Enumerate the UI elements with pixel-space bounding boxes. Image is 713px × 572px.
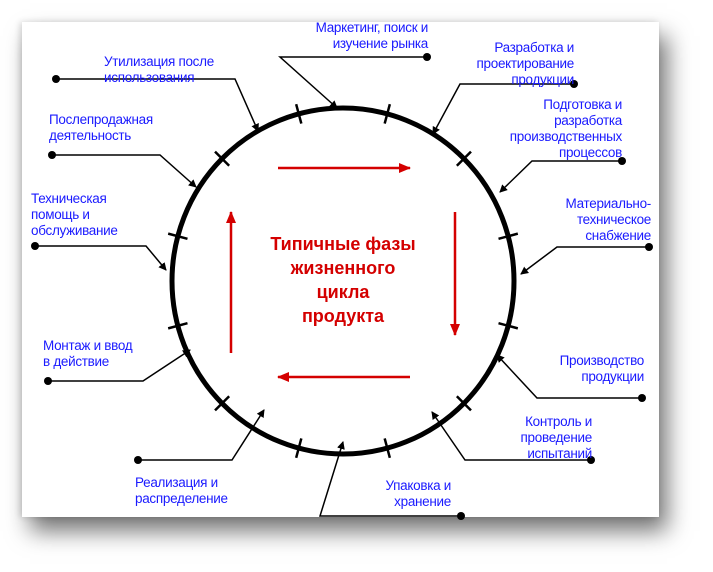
label-line: Разработка и [494, 40, 574, 55]
label-line: проведение [520, 430, 593, 445]
label-line: обслуживание [31, 223, 118, 238]
leader-arrow [499, 160, 622, 193]
tick-mark [167, 321, 188, 330]
label-line: распределение [135, 491, 228, 506]
tick-mark [214, 150, 231, 167]
label-line: Материально- [565, 196, 652, 211]
leader-dot [638, 394, 646, 402]
leader-arrow [520, 246, 649, 275]
tick-mark [455, 150, 472, 167]
label-line: процессов [558, 145, 622, 160]
leader-dot [134, 456, 142, 464]
label-line: Техническая [31, 191, 107, 206]
leader-dot [570, 80, 578, 88]
leader-lines [31, 53, 653, 520]
leader-dot [618, 157, 626, 165]
label-line: Подготовка и [543, 97, 622, 112]
label-line: в действие [43, 354, 110, 369]
label-line: использования [104, 70, 195, 85]
label-line: Утилизация после [104, 54, 214, 69]
diagram-title: Типичные фазы жизненного цикла продукта [243, 232, 443, 328]
leader-dot [44, 377, 52, 385]
label-line: разработка [554, 113, 622, 128]
label-line: снабжение [585, 228, 651, 243]
tick-mark [498, 321, 519, 330]
label-line: Реализация и [135, 475, 218, 490]
leader-arrow [496, 354, 642, 399]
tick-mark [455, 395, 472, 412]
leader-dot [587, 456, 595, 464]
tick-mark [383, 438, 392, 459]
leader-arrow [318, 441, 461, 517]
leader-arrow [431, 411, 591, 461]
leader-arrow [56, 78, 259, 132]
label-line: Производство [559, 353, 645, 368]
label-line: хранение [394, 494, 451, 509]
leader-arrow [278, 56, 427, 109]
label-line: производственных [509, 129, 623, 144]
leader-arrow [52, 154, 197, 188]
label-line: Упаковка и [385, 478, 451, 493]
label-line: техническое [576, 212, 651, 227]
leader-dot [31, 242, 39, 250]
tick-mark [167, 232, 188, 241]
label-line: Маркетинг, поиск и [315, 20, 429, 35]
title-line: продукта [301, 306, 385, 326]
leader-arrow [48, 349, 191, 382]
title-line: Типичные фазы [270, 234, 416, 254]
leader-dot [457, 512, 465, 520]
diagram-card [22, 22, 659, 517]
tick-mark [498, 232, 519, 241]
label-line: продукции [581, 369, 644, 384]
tick-mark [214, 395, 231, 412]
leader-arrow [35, 245, 167, 271]
tick-mark [383, 103, 392, 124]
tick-mark [294, 103, 303, 124]
leader-arrow [138, 409, 265, 461]
tick-mark [294, 438, 303, 459]
label-line: проектирование [476, 56, 575, 71]
label-line: изучение рынка [332, 36, 429, 51]
phase-ticks [167, 103, 519, 459]
label-line: Монтаж и ввод [43, 338, 133, 353]
label-line: испытаний [527, 446, 592, 461]
title-line: цикла [316, 282, 370, 302]
label-line: деятельность [49, 128, 132, 143]
label-line: Контроль и [525, 414, 592, 429]
leader-dot [423, 53, 431, 61]
leader-dot [645, 243, 653, 251]
leader-arrow [432, 83, 574, 135]
label-line: Послепродажная [49, 112, 153, 127]
leader-dot [48, 151, 56, 159]
title-line: жизненного [290, 258, 396, 278]
label-line: продукции [511, 72, 574, 87]
label-line: помощь и [31, 207, 90, 222]
leader-dot [52, 75, 60, 83]
lifecycle-circle [169, 105, 517, 457]
